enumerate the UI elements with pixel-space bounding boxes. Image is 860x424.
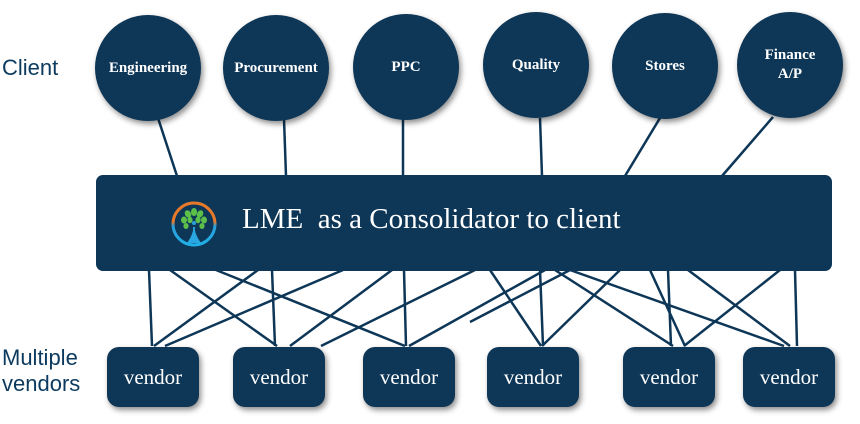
client-node-quality: Quality: [483, 12, 589, 118]
vendor-connector: [402, 269, 408, 347]
vendor-connector: [541, 269, 621, 347]
vendor-connector: [666, 269, 673, 347]
lme-tree-logo-icon: [171, 201, 217, 247]
vendor-connector: [793, 269, 799, 347]
client-node-engineering: Engineering: [95, 15, 201, 121]
client-connector: [282, 118, 288, 177]
vendor-connector: [469, 268, 571, 324]
vendor-node: vendor: [107, 347, 199, 407]
consolidator-title: LME as a Consolidator to client: [242, 203, 621, 235]
lme-consolidator-box: LME as a Consolidator to client: [96, 175, 832, 271]
vendor-connector: [408, 268, 546, 348]
client-connector: [156, 117, 179, 177]
vendor-node: vendor: [623, 347, 715, 407]
client-node-procurement: Procurement: [223, 15, 329, 121]
vendor-connector: [169, 268, 278, 348]
client-node-ppc: PPC: [353, 14, 459, 120]
vendor-connector: [687, 268, 791, 348]
vendor-connector: [538, 269, 545, 347]
client-node-label: Finance: [764, 47, 816, 63]
multiple-vendors-label: Multiple vendors: [2, 345, 80, 397]
client-node-label-2: A/P: [777, 66, 803, 82]
vendor-node: vendor: [487, 347, 579, 407]
client-node-label: Quality: [511, 56, 561, 73]
client-node-label: PPC: [391, 58, 421, 75]
client-connector: [721, 116, 774, 177]
vendor-node: vendor: [233, 347, 325, 407]
vendor-connector: [153, 268, 259, 348]
client-node-label: Stores: [645, 57, 685, 74]
client-connector: [538, 117, 544, 177]
vendor-node: vendor: [363, 347, 455, 407]
multiple-vendors-label-line2: vendors: [2, 371, 81, 396]
vendor-connector: [164, 268, 344, 348]
vendor-connector: [554, 268, 674, 348]
multiple-vendors-label-line1: Multiple: [2, 345, 78, 370]
vendor-connector: [270, 269, 277, 347]
vendor-connector: [147, 269, 154, 347]
vendor-connector: [320, 268, 476, 348]
vendor-connector: [648, 269, 687, 347]
vendor-connector: [215, 268, 406, 348]
client-node-label: Procurement: [234, 59, 318, 76]
vendor-connector: [488, 269, 543, 347]
client-label: Client: [2, 55, 59, 80]
vendor-node: vendor: [743, 347, 835, 407]
client-node-stores: Stores: [612, 13, 718, 119]
vendor-connector: [683, 269, 781, 347]
vendor-connector: [569, 268, 785, 348]
client-node-label: Engineering: [108, 59, 188, 76]
client-connector: [623, 117, 662, 177]
vendor-connector: [289, 268, 393, 348]
